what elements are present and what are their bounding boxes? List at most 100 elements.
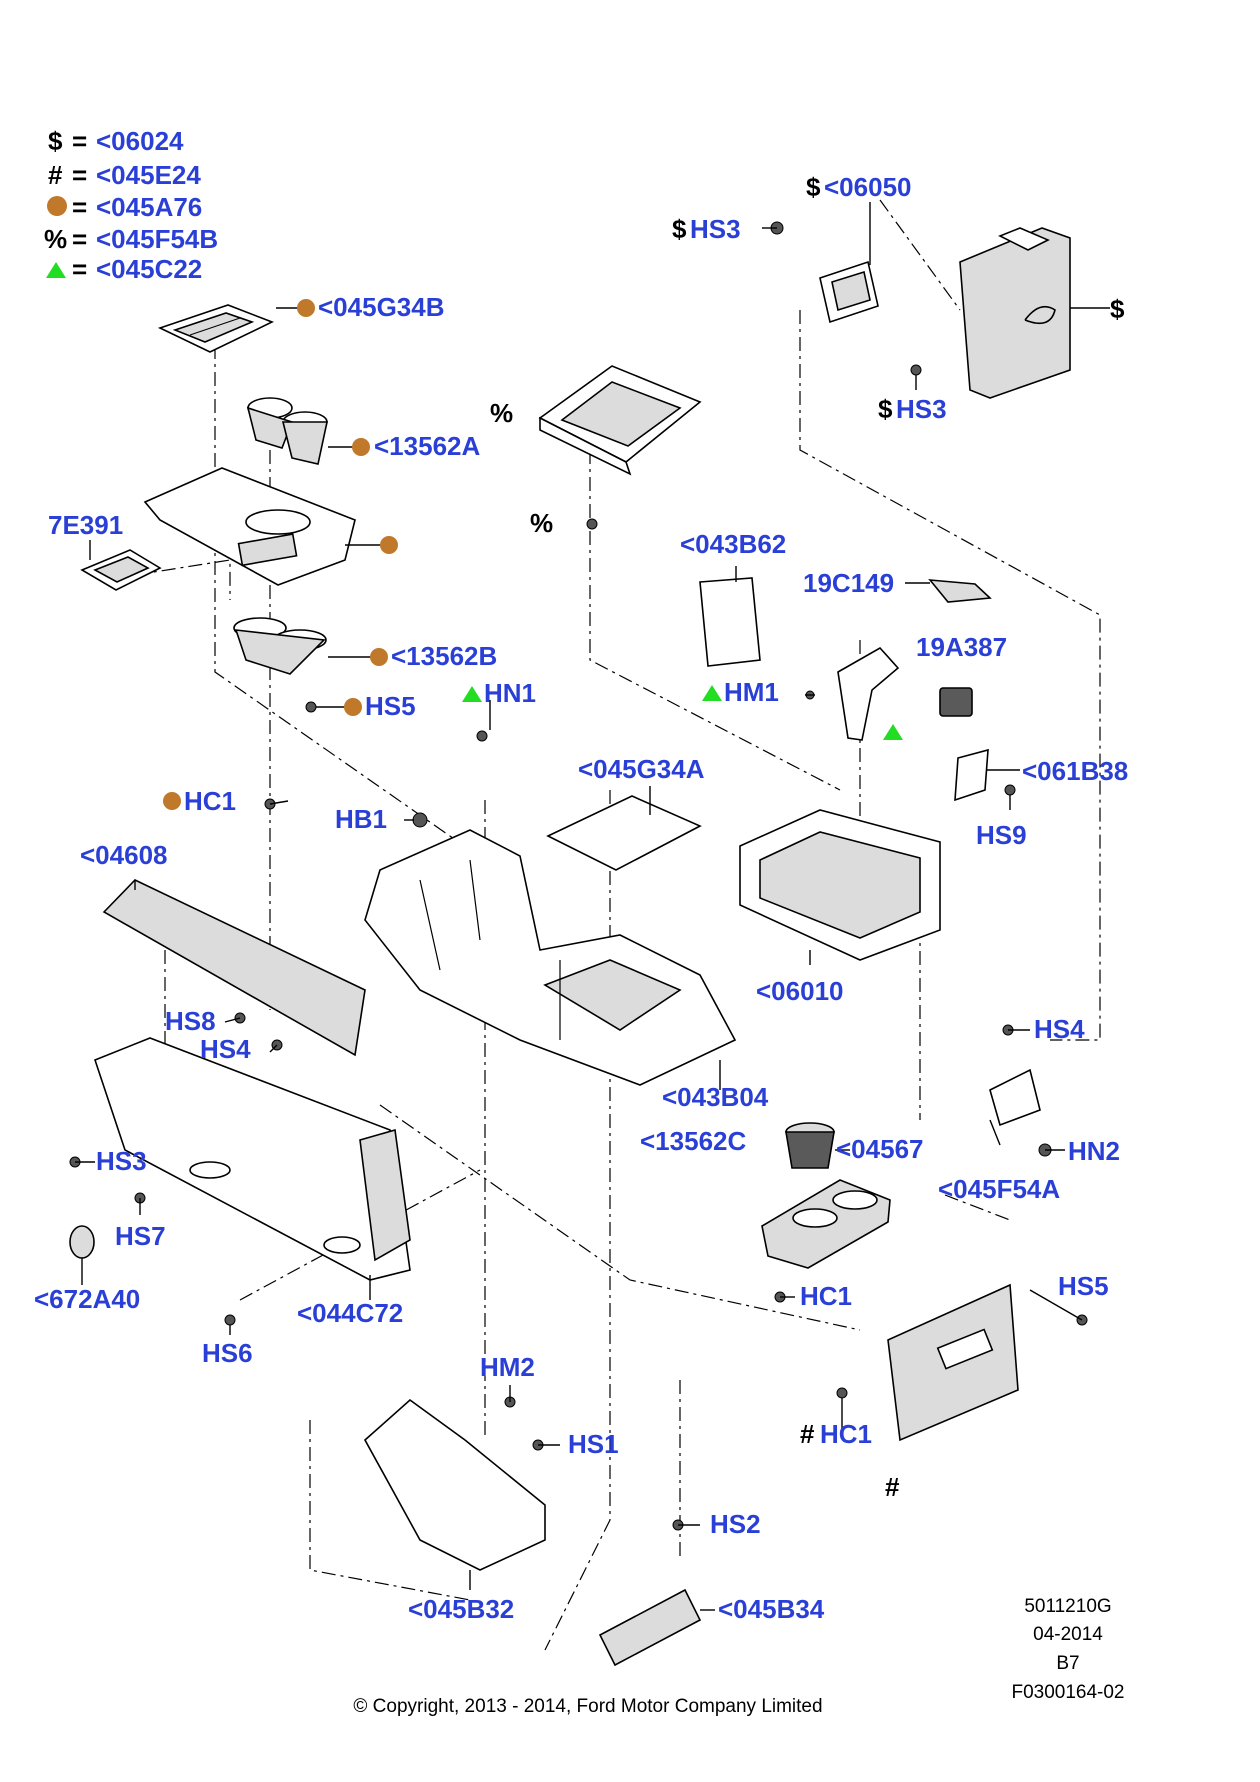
label-hc1-left: HC1 [184, 786, 236, 816]
drawing-revision: B7 [1056, 1653, 1079, 1674]
legend-circle-code: <045A76 [96, 192, 202, 222]
copyright: © Copyright, 2013 - 2014, Ford Motor Com… [353, 1696, 822, 1717]
label-043b04: <043B04 [662, 1082, 769, 1112]
symbol-dollar: $ [672, 214, 687, 244]
label-13562b: <13562B [391, 641, 497, 671]
legend: $ = <06024 # = <045E24 = <045A76 % = <04… [44, 126, 218, 284]
label-hc1-right: HC1 [820, 1419, 872, 1449]
label-19a387: 19A387 [916, 632, 1007, 662]
legend-equals: = [72, 254, 87, 284]
legend-hash-symbol: # [48, 160, 63, 190]
symbol-percent: % [490, 398, 513, 428]
legend-equals: = [72, 126, 87, 156]
frame-06010 [739, 809, 941, 961]
top-bezel-plate [143, 467, 356, 586]
label-045g34a: <045G34A [578, 754, 705, 784]
label-04567: <04567 [836, 1134, 923, 1164]
symbol-percent: % [530, 508, 553, 538]
mat-045g34a [546, 795, 702, 871]
label-hs3-mid: HS3 [896, 394, 947, 424]
symbol-hash: # [800, 1419, 815, 1449]
label-hs5-right: HS5 [1058, 1271, 1109, 1301]
triangle-marker-icon [883, 724, 903, 740]
label-13562c: <13562C [640, 1126, 746, 1156]
label-hs9: HS9 [976, 820, 1027, 850]
legend-triangle-icon [46, 262, 66, 278]
drawing-reference: F0300164-02 [1011, 1682, 1124, 1703]
tray-045g34b [157, 304, 275, 353]
label-045g34b: <045G34B [318, 292, 444, 322]
circle-marker-icon [370, 648, 388, 666]
label-06050: <06050 [824, 172, 911, 202]
label-044c72: <044C72 [297, 1298, 403, 1328]
label-hs4-right: HS4 [1034, 1014, 1085, 1044]
label-hs1: HS1 [568, 1429, 619, 1459]
drawing-date: 04-2014 [1033, 1624, 1103, 1645]
legend-percent-code: <045F54B [96, 224, 218, 254]
plug-672a40 [69, 1225, 95, 1259]
bracket-061b38 [954, 748, 989, 802]
rear-panel-045e24 [887, 1283, 1019, 1442]
symbol-dollar: $ [806, 172, 821, 202]
lid-045f54b [538, 365, 702, 476]
label-045b32: <045B32 [408, 1594, 514, 1624]
label-061b38: <061B38 [1022, 756, 1128, 786]
panel-04608 [102, 879, 366, 1057]
label-19c149: 19C149 [803, 568, 894, 598]
insert-hm1 [837, 646, 900, 741]
label-7e391: 7E391 [48, 510, 123, 540]
label-hn2: HN2 [1068, 1136, 1120, 1166]
label-hs5-left: HS5 [365, 691, 416, 721]
symbol-dollar: $ [1110, 294, 1125, 324]
label-hs6: HS6 [202, 1338, 253, 1368]
circle-marker-icon [352, 438, 370, 456]
bracket-06050 [819, 260, 879, 324]
label-672a40: <672A40 [34, 1284, 140, 1314]
symbol-hash: # [885, 1472, 900, 1502]
legend-equals: = [72, 192, 87, 222]
label-06010: <06010 [756, 976, 843, 1006]
label-hn1: HN1 [484, 678, 536, 708]
label-hm2: HM2 [480, 1352, 535, 1382]
cover-06024 [959, 227, 1071, 399]
legend-triangle-code: <045C22 [96, 254, 202, 284]
label-hs2: HS2 [710, 1509, 761, 1539]
legend-equals: = [72, 160, 87, 190]
clip-19c149 [928, 579, 992, 603]
label-hs8: HS8 [165, 1006, 216, 1036]
markers [163, 299, 903, 810]
legend-equals: = [72, 224, 87, 254]
label-hs7: HS7 [115, 1221, 166, 1251]
switch-19a387 [939, 687, 973, 717]
legend-dollar-symbol: $ [48, 126, 63, 156]
parts [69, 221, 1088, 1667]
circle-marker-icon [380, 536, 398, 554]
bracket-045b32 [363, 1398, 546, 1571]
part-labels: $ <06050 $ HS3 $ HS3 $ <045G34B <13562A … [34, 172, 1128, 1624]
label-hs4-left: HS4 [200, 1034, 251, 1064]
label-04608: <04608 [80, 840, 167, 870]
circle-marker-icon [163, 792, 181, 810]
triangle-marker-icon [462, 686, 482, 702]
label-045f54a: <045F54A [938, 1174, 1060, 1204]
drawing-metadata: 5011210G 04-2014 B7 F0300164-02 © Copyri… [353, 1596, 1124, 1717]
legend-dollar-code: <06024 [96, 126, 184, 156]
label-hc1-mid: HC1 [800, 1281, 852, 1311]
panel-044c72 [94, 1037, 411, 1281]
drawing-code: 5011210G [1024, 1596, 1111, 1617]
symbol-dollar: $ [878, 394, 893, 424]
bezel-7e391 [80, 549, 162, 591]
cupholder-13562a [246, 397, 328, 465]
label-045b34: <045B34 [718, 1594, 825, 1624]
triangle-marker-icon [702, 685, 722, 701]
trim-045b34 [598, 1588, 702, 1667]
circle-marker-icon [297, 299, 315, 317]
console-body [364, 829, 737, 1086]
label-hs3-top: HS3 [690, 214, 741, 244]
legend-circle-icon [47, 196, 67, 216]
panel-043b62 [699, 577, 761, 667]
label-13562a: <13562A [374, 431, 480, 461]
label-hb1: HB1 [335, 804, 387, 834]
bracket-045f54a [989, 1068, 1041, 1127]
